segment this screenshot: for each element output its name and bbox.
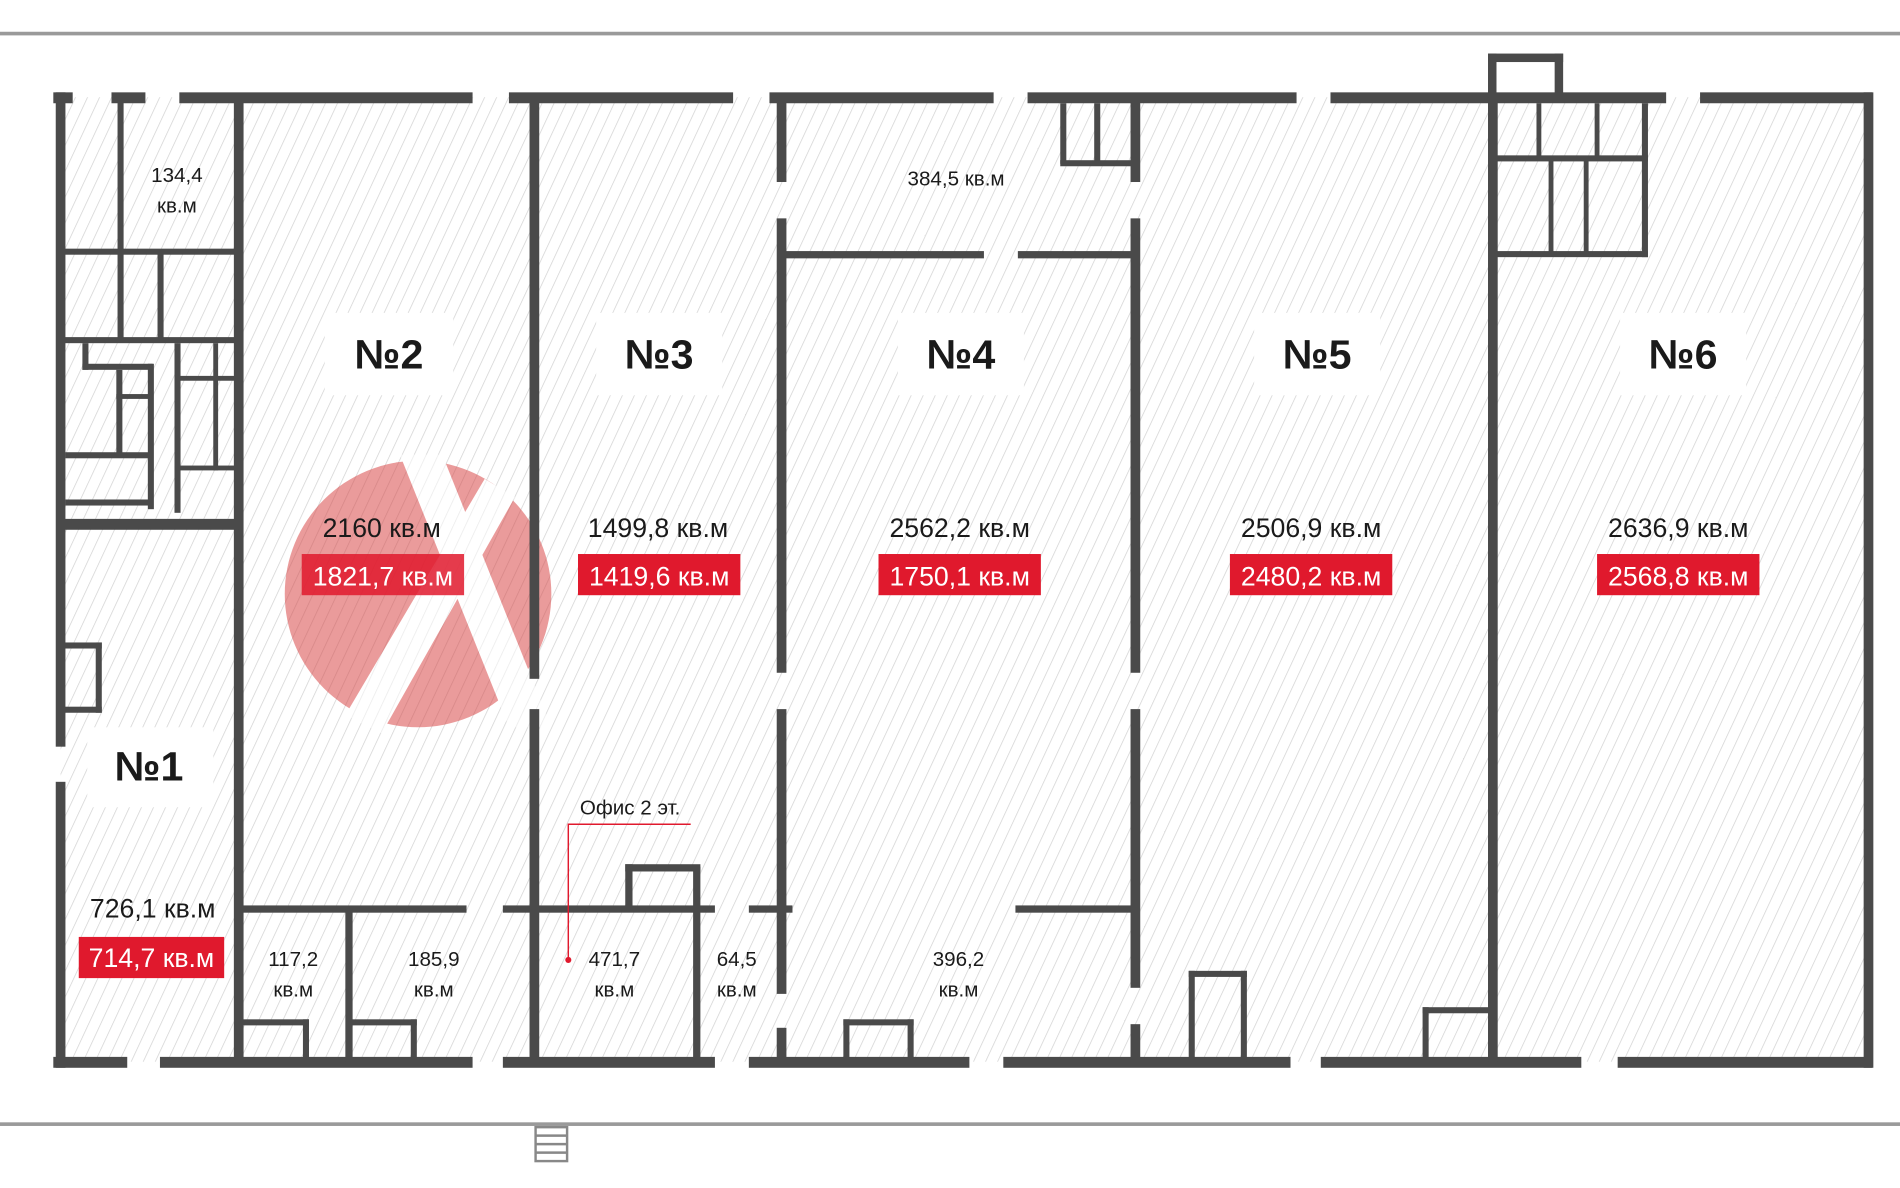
unit-5-highlight — [1229, 554, 1393, 596]
unit-6-label[interactable]: №6 — [1620, 312, 1747, 396]
unit-1-highlight — [78, 936, 225, 979]
unit-number: №6 — [1649, 332, 1718, 378]
room-area-unit: кв.м — [157, 194, 197, 217]
unit-4-label[interactable]: №4 — [897, 312, 1024, 396]
room-area: 117,2 — [268, 948, 318, 971]
unit-3-highlight-area: 1419,6 кв.м — [589, 562, 729, 592]
room-area: 384,5 кв.м — [908, 168, 1005, 191]
unit-number: №1 — [115, 744, 184, 790]
room-area-unit: кв.м — [273, 978, 313, 1001]
site-boundary-bottom — [0, 1122, 1900, 1126]
unit-5-highlight-area: 2480,2 кв.м — [1241, 562, 1381, 592]
unit-6-highlight-area: 2568,8 кв.м — [1608, 562, 1748, 592]
unit-5-total-area: 2506,9 кв.м — [1241, 513, 1381, 543]
room-area: 185,9 — [408, 948, 460, 971]
unit-3-total-area: 1499,8 кв.м — [588, 513, 728, 543]
unit-1-highlight-area: 714,7 кв.м — [89, 943, 215, 973]
watermark-logo — [284, 454, 552, 734]
unit-number: №5 — [1283, 332, 1352, 378]
unit-5-label[interactable]: №5 — [1254, 312, 1381, 396]
room-area-unit: кв.м — [939, 978, 979, 1001]
unit-2-highlight — [301, 554, 465, 596]
unit-2-highlight-area: 1821,7 кв.м — [313, 562, 453, 592]
unit-2-label[interactable]: №2 — [324, 312, 454, 396]
office-callout: Офис 2 эт. — [565, 797, 691, 963]
unit-3-label[interactable]: №3 — [596, 312, 723, 396]
office-marker — [565, 956, 572, 963]
unit-2-total-area: 2160 кв.м — [323, 513, 441, 543]
room-area-unit: кв.м — [594, 978, 634, 1001]
unit-number: №2 — [355, 332, 424, 378]
unit-4-highlight — [878, 554, 1041, 596]
unit-6-highlight — [1597, 554, 1760, 596]
unit-number: №3 — [625, 332, 694, 378]
room-area-unit: кв.м — [717, 978, 757, 1001]
stairs-icon — [534, 1125, 569, 1163]
room-area: 134,4 — [151, 164, 203, 187]
office-label: Офис 2 эт. — [580, 797, 681, 820]
unit-4-highlight-area: 1750,1 кв.м — [889, 562, 1029, 592]
room-area: 64,5 — [717, 948, 757, 971]
walls — [53, 53, 1874, 1068]
unit-6-total-area: 2636,9 кв.м — [1608, 513, 1748, 543]
unit-1-total-area: 726,1 кв.м — [90, 894, 216, 924]
room-area-unit: кв.м — [414, 978, 454, 1001]
unit-3-highlight — [577, 554, 741, 596]
unit-4-total-area: 2562,2 кв.м — [889, 513, 1029, 543]
unit-number: №4 — [926, 332, 995, 378]
unit-1-label[interactable]: №1 — [87, 727, 214, 808]
room-area: 396,2 — [933, 948, 985, 971]
site-boundary-top — [0, 31, 1900, 36]
room-area: 471,7 — [589, 948, 640, 971]
